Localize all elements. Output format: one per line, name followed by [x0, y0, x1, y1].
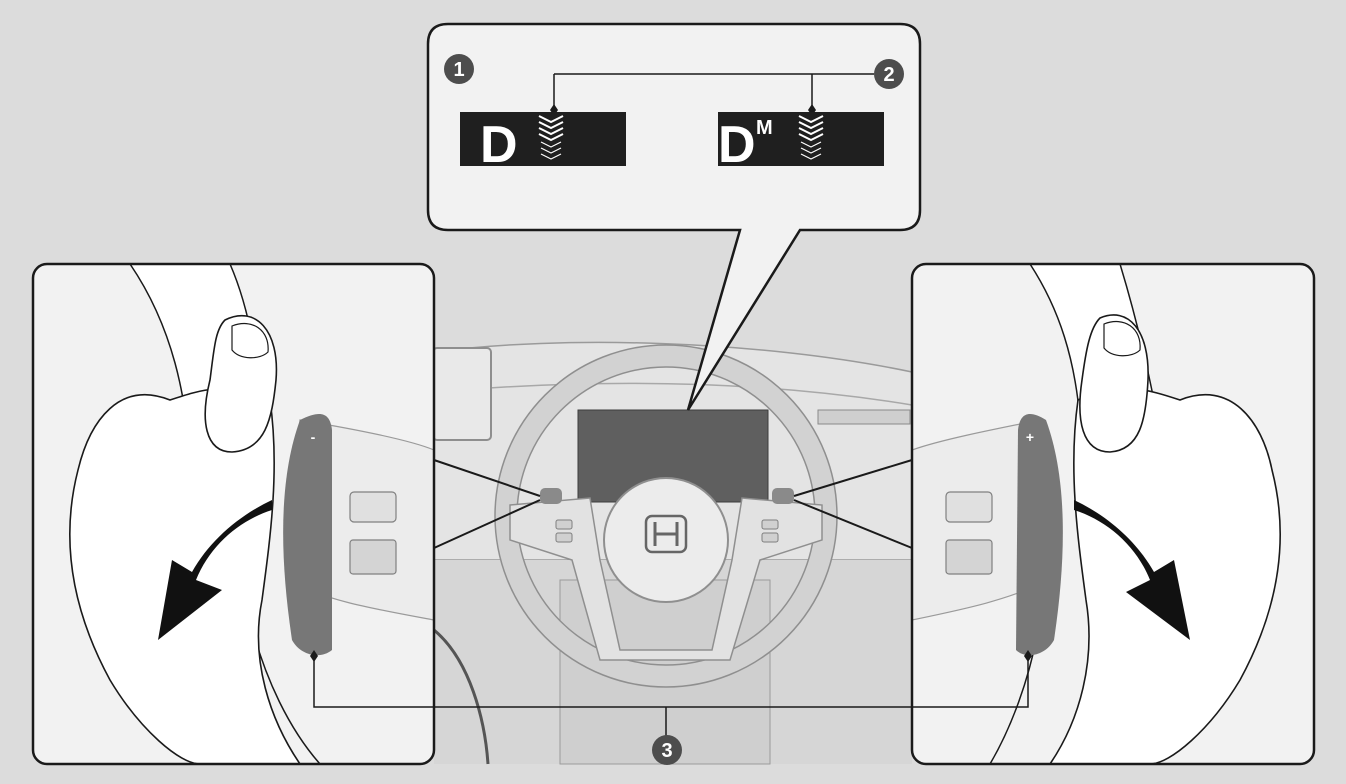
- leader-diamond-right-paddle: [1024, 650, 1032, 662]
- callout-badge-1: [444, 54, 474, 84]
- right-pull-arrow-icon: [1074, 500, 1190, 640]
- right-spoke-button-lower: [945, 539, 993, 575]
- callout-badge-3: [652, 735, 682, 765]
- deceleration-chevrons-right-icon: [798, 115, 824, 160]
- steering-wheel-hub: [603, 477, 729, 603]
- gear-indicator-left-letter: D: [480, 116, 518, 174]
- callout-3-group: 3: [310, 650, 1032, 765]
- display-callout-bubble: 1 2 D D M: [426, 22, 922, 411]
- spoke-buttons-left: [555, 519, 573, 543]
- honda-emblem-icon: [644, 514, 688, 554]
- gear-indicator-right: [718, 112, 884, 166]
- right-paddle[interactable]: [1016, 414, 1063, 656]
- callout-2-leader: [553, 73, 874, 108]
- callout-label-1: 1: [453, 59, 464, 81]
- right-spoke-button-upper: [945, 491, 993, 523]
- steering-wheel-rim-outline: [494, 344, 838, 688]
- left-paddle-sign: -: [311, 429, 316, 445]
- spoke-buttons-right: [761, 519, 779, 543]
- right-paddle-detail-panel: +: [910, 262, 1316, 766]
- gear-indicator-left: [460, 112, 626, 166]
- left-spoke-button-upper: [349, 491, 397, 523]
- callout-badge-2: [874, 59, 904, 89]
- seat-edge: [433, 628, 490, 765]
- right-thumb: [1079, 314, 1149, 453]
- air-vent-right: [817, 409, 911, 425]
- infotainment-screen: [432, 347, 492, 441]
- right-thumbnail: [1103, 320, 1141, 357]
- wheel-paddle-right: [772, 488, 794, 504]
- left-paddle-detail-panel: -: [31, 262, 436, 766]
- callout-3-leader: [313, 656, 1029, 738]
- callout-label-2: 2: [883, 64, 894, 86]
- left-thumb: [204, 314, 278, 453]
- panel-connector-lines: [433, 459, 913, 549]
- left-thumbnail: [231, 322, 269, 359]
- left-paddle[interactable]: [283, 414, 332, 656]
- deceleration-chevrons-left-icon: [538, 115, 564, 160]
- leader-diamond-left-paddle: [310, 650, 318, 662]
- gear-indicator-right-superscript: M: [756, 117, 773, 139]
- dash-trim-line: [433, 382, 913, 406]
- gear-indicator-right-letter: D: [718, 116, 756, 174]
- right-paddle-sign: +: [1026, 429, 1034, 445]
- steering-wheel-spokes: [509, 497, 823, 661]
- left-spoke-button-lower: [349, 539, 397, 575]
- callout-label-3: 3: [661, 740, 672, 762]
- left-pull-arrow-icon: [158, 500, 272, 640]
- dashboard-scene: [432, 341, 913, 765]
- wheel-paddle-left: [540, 488, 562, 504]
